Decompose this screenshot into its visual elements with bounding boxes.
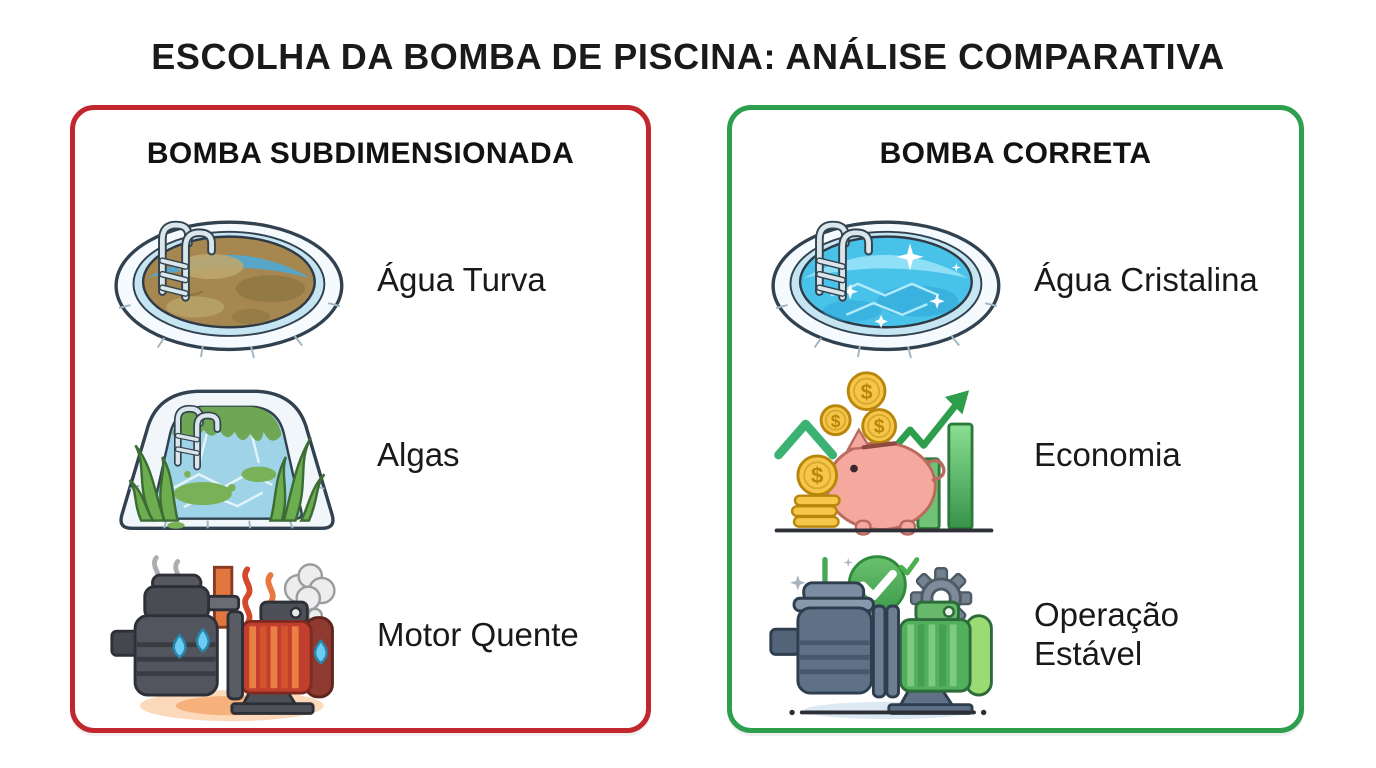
stable-pump-icon [758, 540, 1010, 730]
algae-pool-icon [101, 376, 353, 534]
label-algae: Algas [377, 435, 460, 473]
piggy-bank-savings-icon: $ $ [758, 370, 1010, 536]
crystal-pool-icon [758, 194, 1010, 366]
svg-text:$: $ [831, 410, 841, 430]
row-overheating-pump: Motor Quente [75, 540, 646, 730]
row-crystal-pool: Água Cristalina [732, 194, 1299, 366]
label-hot-motor: Motor Quente [377, 615, 579, 653]
panel-correct-pump: BOMBA CORRETA [727, 105, 1304, 733]
row-murky-pool: Água Turva [75, 194, 646, 366]
panel-correct-header: BOMBA CORRETA [879, 137, 1152, 170]
panel-undersized-header: BOMBA SUBDIMENSIONADA [146, 137, 575, 170]
label-murky-water: Água Turva [377, 260, 546, 298]
row-algae-pool: Algas [75, 376, 646, 534]
svg-text:$: $ [874, 415, 885, 437]
murky-pool-icon [101, 194, 353, 366]
svg-text:$: $ [861, 379, 873, 403]
label-stable-operation: Operação Estável [1034, 596, 1179, 672]
overheating-pump-icon [101, 540, 353, 730]
row-stable-pump: Operação Estável [732, 540, 1299, 730]
row-savings: $ $ [732, 370, 1299, 536]
page-title: ESCOLHA DA BOMBA DE PISCINA: ANÁLISE COM… [151, 36, 1225, 77]
label-savings: Economia [1034, 435, 1181, 473]
panel-undersized-pump: BOMBA SUBDIMENSIONADA [70, 105, 651, 733]
label-crystal-water: Água Cristalina [1034, 260, 1258, 298]
svg-text:$: $ [811, 463, 824, 488]
